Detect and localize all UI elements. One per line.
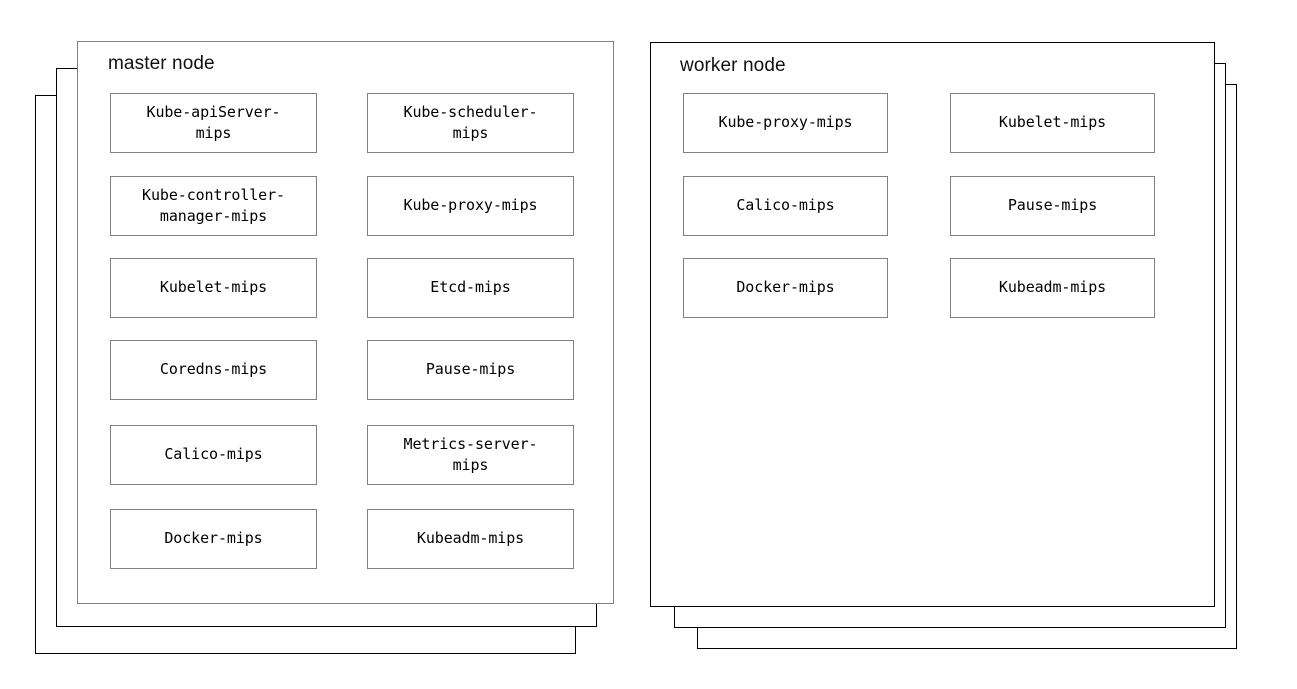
master-component-kubelet[interactable]: Kubelet-mips bbox=[110, 258, 317, 318]
worker-component-kubeadm-label: Kubeadm-mips bbox=[998, 278, 1107, 297]
worker-component-calico[interactable]: Calico-mips bbox=[683, 176, 888, 236]
master-component-coredns[interactable]: Coredns-mips bbox=[110, 340, 317, 400]
master-component-kube-apiserver[interactable]: Kube-apiServer- mips bbox=[110, 93, 317, 153]
worker-component-pause[interactable]: Pause-mips bbox=[950, 176, 1155, 236]
worker-component-kubeadm[interactable]: Kubeadm-mips bbox=[950, 258, 1155, 318]
master-component-kubeadm[interactable]: Kubeadm-mips bbox=[367, 509, 574, 569]
worker-component-kube-proxy[interactable]: Kube-proxy-mips bbox=[683, 93, 888, 153]
master-component-pause[interactable]: Pause-mips bbox=[367, 340, 574, 400]
worker-node-title: worker node bbox=[680, 55, 786, 76]
worker-component-kubelet[interactable]: Kubelet-mips bbox=[950, 93, 1155, 153]
master-node-title: master node bbox=[108, 53, 215, 74]
master-component-metrics-server-label: Metrics-server- mips bbox=[403, 434, 538, 474]
worker-component-pause-label: Pause-mips bbox=[1007, 196, 1098, 215]
master-component-etcd[interactable]: Etcd-mips bbox=[367, 258, 574, 318]
master-component-kube-proxy[interactable]: Kube-proxy-mips bbox=[367, 176, 574, 236]
master-component-etcd-label: Etcd-mips bbox=[430, 278, 511, 297]
worker-component-docker[interactable]: Docker-mips bbox=[683, 258, 888, 318]
master-component-kube-controller-manager-label: Kube-controller- manager-mips bbox=[142, 185, 285, 225]
master-component-kube-scheduler-label: Kube-scheduler- mips bbox=[403, 102, 538, 142]
master-component-kube-scheduler[interactable]: Kube-scheduler- mips bbox=[367, 93, 574, 153]
worker-component-docker-label: Docker-mips bbox=[736, 278, 835, 297]
master-component-metrics-server[interactable]: Metrics-server- mips bbox=[367, 425, 574, 485]
master-component-docker-label: Docker-mips bbox=[164, 529, 263, 548]
master-component-docker[interactable]: Docker-mips bbox=[110, 509, 317, 569]
master-component-kube-proxy-label: Kube-proxy-mips bbox=[403, 196, 538, 215]
master-component-calico-label: Calico-mips bbox=[164, 445, 263, 464]
master-component-kubeadm-label: Kubeadm-mips bbox=[416, 529, 525, 548]
worker-component-kubelet-label: Kubelet-mips bbox=[998, 113, 1107, 132]
master-component-calico[interactable]: Calico-mips bbox=[110, 425, 317, 485]
worker-node-card[interactable]: worker node Kube-proxy-mips Calico-mips … bbox=[650, 42, 1215, 607]
worker-component-calico-label: Calico-mips bbox=[736, 196, 835, 215]
master-component-pause-label: Pause-mips bbox=[425, 360, 516, 379]
master-node-card[interactable]: master node Kube-apiServer- mips Kube-co… bbox=[77, 41, 614, 604]
master-component-coredns-label: Coredns-mips bbox=[159, 360, 268, 379]
master-component-kube-apiserver-label: Kube-apiServer- mips bbox=[146, 102, 281, 142]
master-component-kubelet-label: Kubelet-mips bbox=[159, 278, 268, 297]
master-component-kube-controller-manager[interactable]: Kube-controller- manager-mips bbox=[110, 176, 317, 236]
worker-component-kube-proxy-label: Kube-proxy-mips bbox=[718, 113, 853, 132]
